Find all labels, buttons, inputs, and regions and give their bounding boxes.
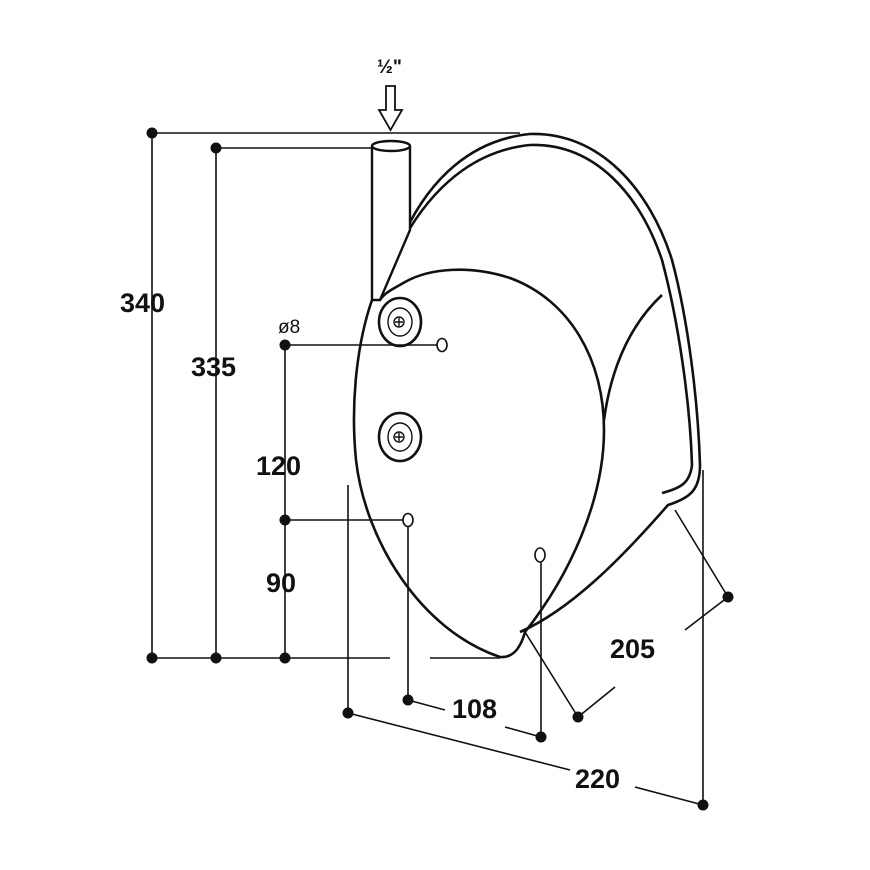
back-shell-rim	[408, 143, 694, 495]
pipe-size-label: ½"	[377, 57, 402, 78]
mounting-hole-icon	[436, 337, 448, 353]
supply-pipe	[370, 139, 412, 302]
dim-label-335: 335	[191, 352, 237, 382]
side-contour	[602, 294, 663, 421]
mounting-hole-icon	[534, 547, 546, 563]
dimension-dots	[146, 127, 734, 811]
screw-icon	[377, 296, 423, 348]
dimension-lines	[151, 132, 729, 806]
extension-line-depth-front	[524, 631, 579, 718]
dim-line-220-a	[347, 712, 571, 771]
mounting-screws	[377, 296, 546, 563]
mounting-hole-icon	[402, 512, 414, 528]
dim-label-220: 220	[575, 764, 621, 794]
hole-diameter-label: ø8	[278, 317, 301, 338]
dim-label-205: 205	[610, 634, 656, 664]
dim-label-90: 90	[266, 568, 297, 598]
dim-label-120: 120	[256, 451, 302, 481]
dim-line-108-b	[504, 726, 542, 738]
pipe-body	[370, 146, 412, 302]
front-face	[352, 268, 606, 659]
dim-line-220-b	[634, 786, 704, 806]
dim-label-108: 108	[452, 694, 498, 724]
back-shell	[403, 132, 702, 634]
pipe-opening	[370, 139, 412, 153]
screw-icon	[377, 411, 423, 463]
inlet-arrow-icon	[377, 85, 404, 132]
dim-line-205-b	[684, 596, 729, 631]
dim-line-108-a	[407, 699, 446, 711]
dim-line-205-a	[577, 686, 616, 718]
shell-outline	[352, 132, 702, 659]
extension-line-depth-back	[674, 509, 729, 598]
dim-label-340: 340	[120, 288, 166, 318]
